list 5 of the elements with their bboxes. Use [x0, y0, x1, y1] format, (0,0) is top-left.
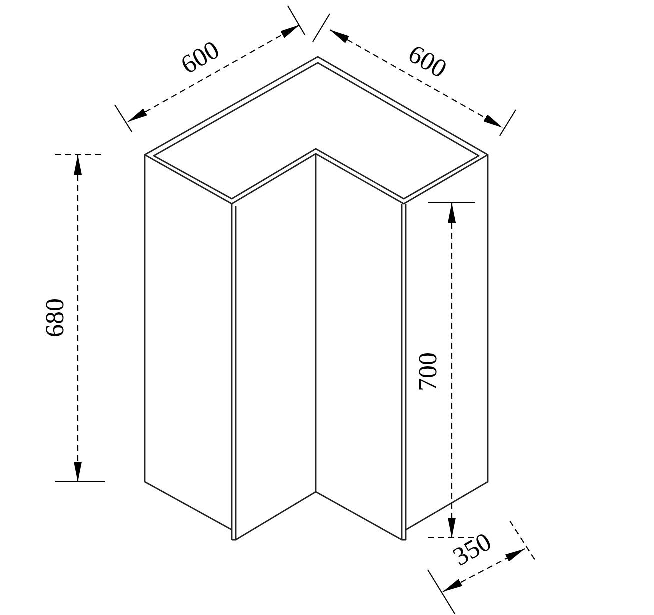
dimension-label: 600	[404, 41, 450, 83]
dimension-label: 700	[415, 352, 441, 392]
dimension-label: 600	[176, 37, 224, 79]
dimension-label: 350	[448, 529, 496, 571]
dimension-label: 680	[42, 298, 68, 338]
